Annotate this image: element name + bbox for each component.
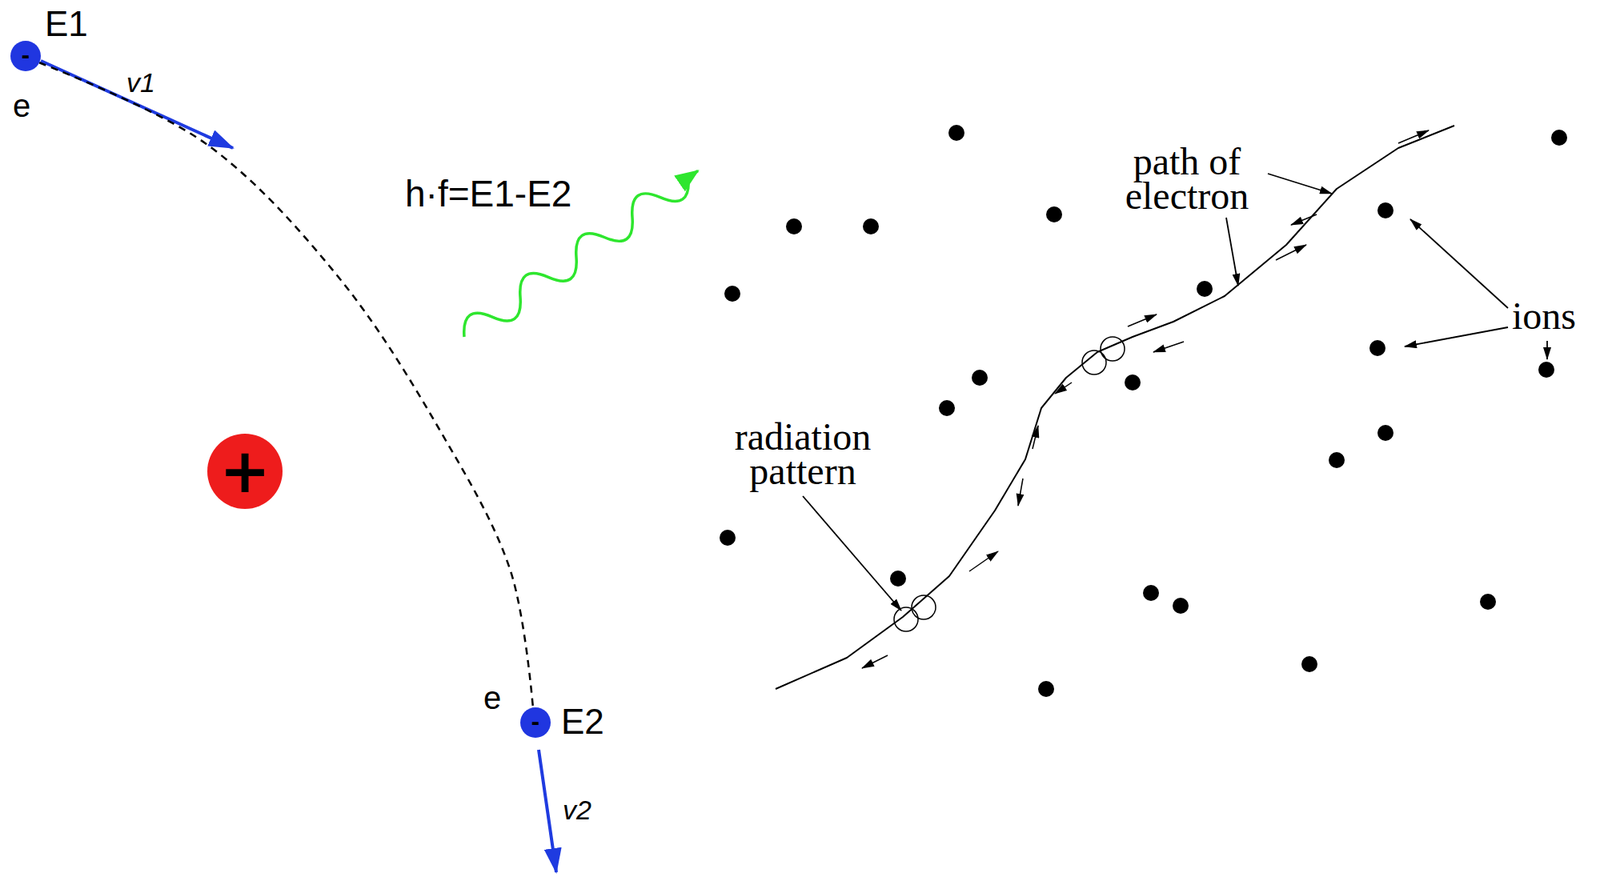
ion-dot bbox=[971, 369, 988, 386]
ion-dot bbox=[1328, 452, 1345, 469]
photon-energy-label: h·f=E1-E2 bbox=[405, 175, 572, 213]
ion-dot bbox=[1196, 280, 1213, 297]
tangent-arrow-group bbox=[862, 130, 1429, 669]
tangent-arrow bbox=[1398, 130, 1429, 144]
leader-line bbox=[1410, 219, 1508, 309]
ion-dot bbox=[719, 529, 736, 546]
callout-label: radiation pattern bbox=[722, 419, 883, 489]
tangent-arrow bbox=[969, 551, 999, 572]
ion-group bbox=[719, 124, 1568, 698]
ion-dot bbox=[724, 285, 741, 302]
particle-label: e bbox=[483, 681, 502, 714]
ion-dot bbox=[1369, 340, 1386, 357]
tangent-arrow bbox=[1275, 244, 1307, 261]
ion-dot bbox=[1377, 202, 1394, 219]
radiation-lobe bbox=[894, 607, 919, 632]
ion-dot bbox=[862, 218, 879, 235]
radiation-lobe bbox=[911, 595, 936, 620]
ion-dot bbox=[1038, 681, 1055, 698]
leader-line bbox=[1404, 327, 1508, 347]
nucleus-circle: + bbox=[207, 433, 283, 510]
radiation-lobe bbox=[1082, 350, 1107, 375]
tangent-arrow bbox=[862, 655, 888, 669]
leader-line bbox=[1267, 173, 1332, 194]
tangent-arrow bbox=[1153, 341, 1184, 353]
energy-label: E1 bbox=[44, 6, 89, 42]
leader-line bbox=[1226, 217, 1239, 286]
ion-dot bbox=[948, 124, 965, 141]
velocity-label: v2 bbox=[562, 796, 592, 824]
electron-circle: - bbox=[10, 40, 41, 72]
radiation-lobe bbox=[1100, 336, 1125, 361]
charge-sign: - bbox=[21, 45, 31, 67]
velocity-label: v1 bbox=[126, 68, 156, 97]
ion-dot bbox=[1479, 593, 1496, 610]
leader-group bbox=[802, 173, 1548, 611]
tangent-arrow bbox=[1032, 425, 1039, 450]
ion-dot bbox=[1124, 374, 1141, 391]
charge-sign: - bbox=[531, 712, 541, 734]
callout-label: ions bbox=[1511, 296, 1576, 336]
ion-dot bbox=[1551, 129, 1568, 146]
ion-dot bbox=[1172, 597, 1189, 614]
charge-sign: + bbox=[219, 441, 271, 502]
trajectory-line bbox=[39, 62, 534, 708]
ion-dot bbox=[1538, 361, 1555, 378]
ion-dot bbox=[1046, 206, 1063, 223]
ion-dot bbox=[1377, 425, 1394, 442]
tangent-arrow bbox=[1127, 314, 1157, 327]
velocity-arrow bbox=[538, 749, 557, 873]
ion-dot bbox=[890, 570, 907, 587]
callout-label: path of electron bbox=[1110, 144, 1264, 213]
leader-line bbox=[1546, 340, 1548, 360]
electron-circle: - bbox=[520, 707, 551, 738]
ion-dot bbox=[785, 218, 803, 235]
tangent-arrow bbox=[1054, 382, 1072, 394]
particle-label: e bbox=[12, 89, 31, 122]
leader-line bbox=[802, 496, 902, 611]
ion-dot bbox=[1142, 585, 1159, 602]
energy-label: E2 bbox=[561, 704, 605, 740]
ion-dot bbox=[938, 400, 955, 417]
tangent-arrow bbox=[1291, 214, 1317, 225]
radiation-pattern-group bbox=[894, 336, 1125, 632]
ion-dot bbox=[1301, 656, 1318, 673]
electron-path bbox=[775, 125, 1455, 690]
tangent-arrow bbox=[1018, 478, 1023, 506]
